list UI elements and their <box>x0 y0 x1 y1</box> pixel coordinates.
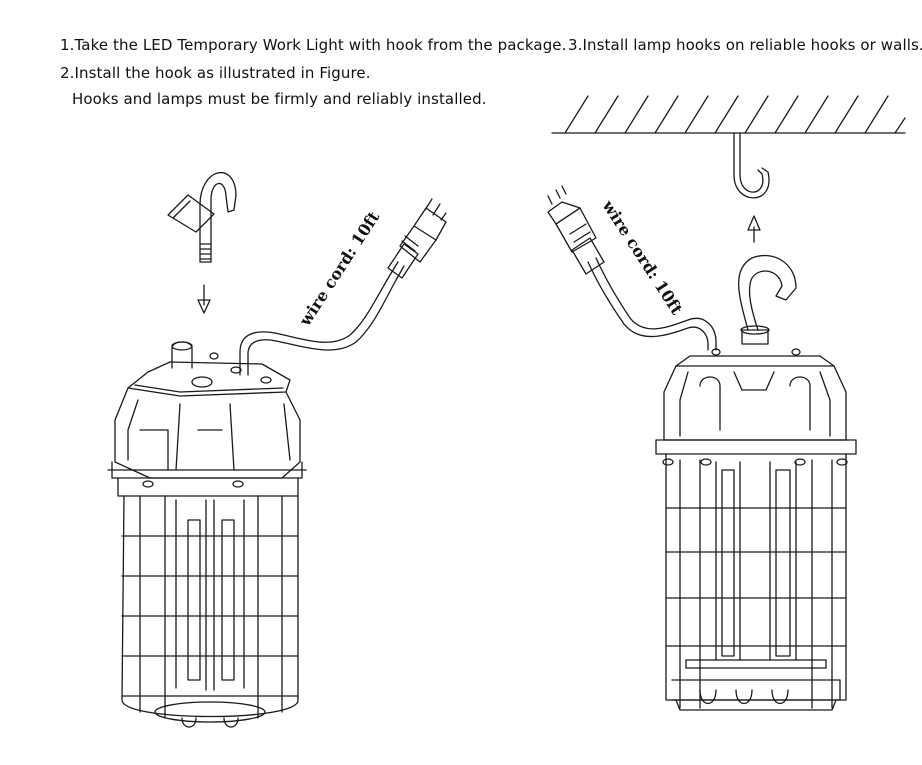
down-arrow-left <box>197 284 211 314</box>
step-2-text: 2.Install the hook as illustrated in Fig… <box>60 64 371 82</box>
step-3-text: 3.Install lamp hooks on reliable hooks o… <box>568 36 922 54</box>
step-1-text: 1.Take the LED Temporary Work Light with… <box>60 36 567 54</box>
loose-hook <box>167 171 237 263</box>
left-lamp <box>107 341 307 728</box>
right-lamp <box>655 254 857 711</box>
left-cord-label: wire cord: 10ft <box>295 208 384 330</box>
left-plug <box>387 198 447 279</box>
right-cord-label: wire cord: 10ft <box>598 196 687 318</box>
ceiling-hook <box>733 132 770 199</box>
right-plug <box>547 185 605 275</box>
ceiling-mount <box>551 95 906 134</box>
up-arrow-right <box>747 215 761 243</box>
right-wire-cord <box>587 257 717 351</box>
left-wire-cord <box>239 261 405 376</box>
step-2-note-text: Hooks and lamps must be firmly and relia… <box>72 90 487 108</box>
